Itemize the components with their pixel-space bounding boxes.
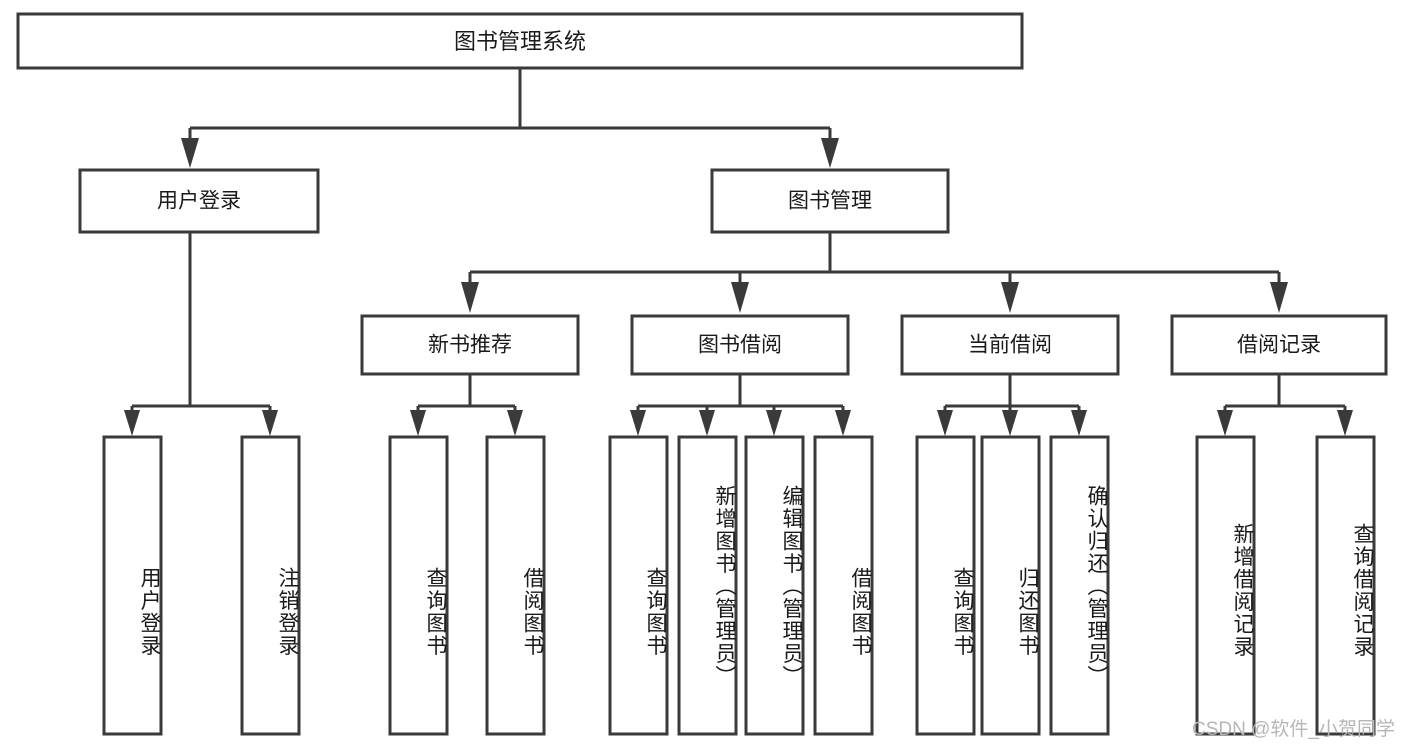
node-new-book-recommend-label: 新书推荐	[428, 334, 512, 357]
leaf-box-add-book[interactable]	[677, 435, 738, 736]
connector-group-book-borrow-leaves	[630, 374, 851, 436]
arrow-head-leaf-return-book	[1002, 410, 1018, 436]
leaf-box-query-book-2[interactable]	[608, 435, 669, 736]
node-book-management-box[interactable]	[710, 168, 950, 234]
leaf-boxes-current-borrow	[915, 435, 1110, 736]
leaf-box-query-book-3[interactable]	[915, 435, 976, 736]
node-root-label: 图书管理系统	[454, 29, 586, 54]
arrow-head-leaf-add-record	[1217, 410, 1233, 436]
arrow-head-new-book	[461, 282, 479, 313]
arrow-head-leaf-user-login	[124, 410, 140, 436]
node-borrow-records-box[interactable]	[1170, 314, 1388, 376]
node-book-management[interactable]: 图书管理	[710, 168, 950, 234]
arrow-head-book-mgmt	[821, 138, 839, 168]
node-current-borrow[interactable]: 当前借阅	[900, 314, 1120, 376]
connector-group-new-book-leaves	[410, 374, 523, 436]
connector-group-user-login-leaves	[124, 232, 278, 436]
leaf-box-return-book[interactable]	[980, 435, 1041, 736]
node-user-login-box[interactable]	[78, 168, 320, 234]
arrow-head-book-borrow	[731, 282, 749, 313]
node-current-borrow-box[interactable]	[900, 314, 1120, 376]
arrow-head-leaf-confirm-return	[1071, 410, 1087, 436]
leaf-box-confirm-return[interactable]	[1049, 435, 1110, 736]
leaf-box-logout[interactable]	[240, 435, 301, 736]
node-user-login[interactable]: 用户登录	[78, 168, 320, 234]
node-book-borrow-box[interactable]	[630, 314, 850, 376]
csdn-watermark: CSDN @软件_小贺同学	[1192, 719, 1395, 740]
arrow-head-leaf-edit-book	[766, 410, 782, 436]
arrow-head-leaf-query-book-1	[410, 410, 426, 436]
arrow-head-leaf-query-book-2	[630, 410, 646, 436]
node-book-borrow-label: 图书借阅	[698, 334, 782, 357]
leaf-boxes-user-login	[102, 435, 301, 736]
leaf-box-edit-book[interactable]	[744, 435, 805, 736]
leaf-box-user-login[interactable]	[102, 435, 163, 736]
leaf-box-query-book-1[interactable]	[388, 435, 449, 736]
arrow-head-user-login	[181, 138, 199, 168]
arrow-head-leaf-query-book-3	[937, 410, 953, 436]
arrow-head-leaf-logout	[262, 410, 278, 436]
node-new-book-recommend-box[interactable]	[360, 314, 580, 376]
leaf-box-query-record[interactable]	[1315, 435, 1376, 736]
arrow-head-leaf-add-book	[699, 410, 715, 436]
node-borrow-records[interactable]: 借阅记录	[1170, 314, 1388, 376]
leaf-boxes-book-borrow	[608, 435, 874, 736]
node-book-management-label: 图书管理	[788, 190, 872, 213]
arrow-head-borrow-records	[1270, 282, 1288, 313]
node-borrow-records-label: 借阅记录	[1237, 334, 1321, 357]
leaf-boxes-borrow-records	[1195, 435, 1376, 736]
leaf-box-borrow-book-2[interactable]	[813, 435, 874, 736]
arrow-head-leaf-borrow-book-1	[507, 410, 523, 436]
node-current-borrow-label: 当前借阅	[968, 334, 1052, 357]
leaf-box-borrow-book-1[interactable]	[485, 435, 546, 736]
leaf-boxes-new-book-recommend	[388, 435, 546, 736]
connector-group-book-mgmt	[461, 232, 1288, 313]
node-root-box[interactable]	[16, 12, 1024, 70]
leaf-box-add-record[interactable]	[1195, 435, 1256, 736]
node-book-borrow[interactable]: 图书借阅	[630, 314, 850, 376]
connector-group-root	[181, 68, 839, 168]
connector-group-borrow-records-leaves	[1217, 374, 1353, 436]
arrow-head-current-borrow	[1001, 282, 1019, 313]
arrow-head-leaf-borrow-book-2	[835, 410, 851, 436]
node-root[interactable]: 图书管理系统	[16, 12, 1024, 70]
connector-group-current-borrow-leaves	[937, 374, 1087, 436]
node-new-book-recommend[interactable]: 新书推荐	[360, 314, 580, 376]
node-user-login-label: 用户登录	[157, 190, 241, 213]
arrow-head-leaf-query-record	[1337, 410, 1353, 436]
